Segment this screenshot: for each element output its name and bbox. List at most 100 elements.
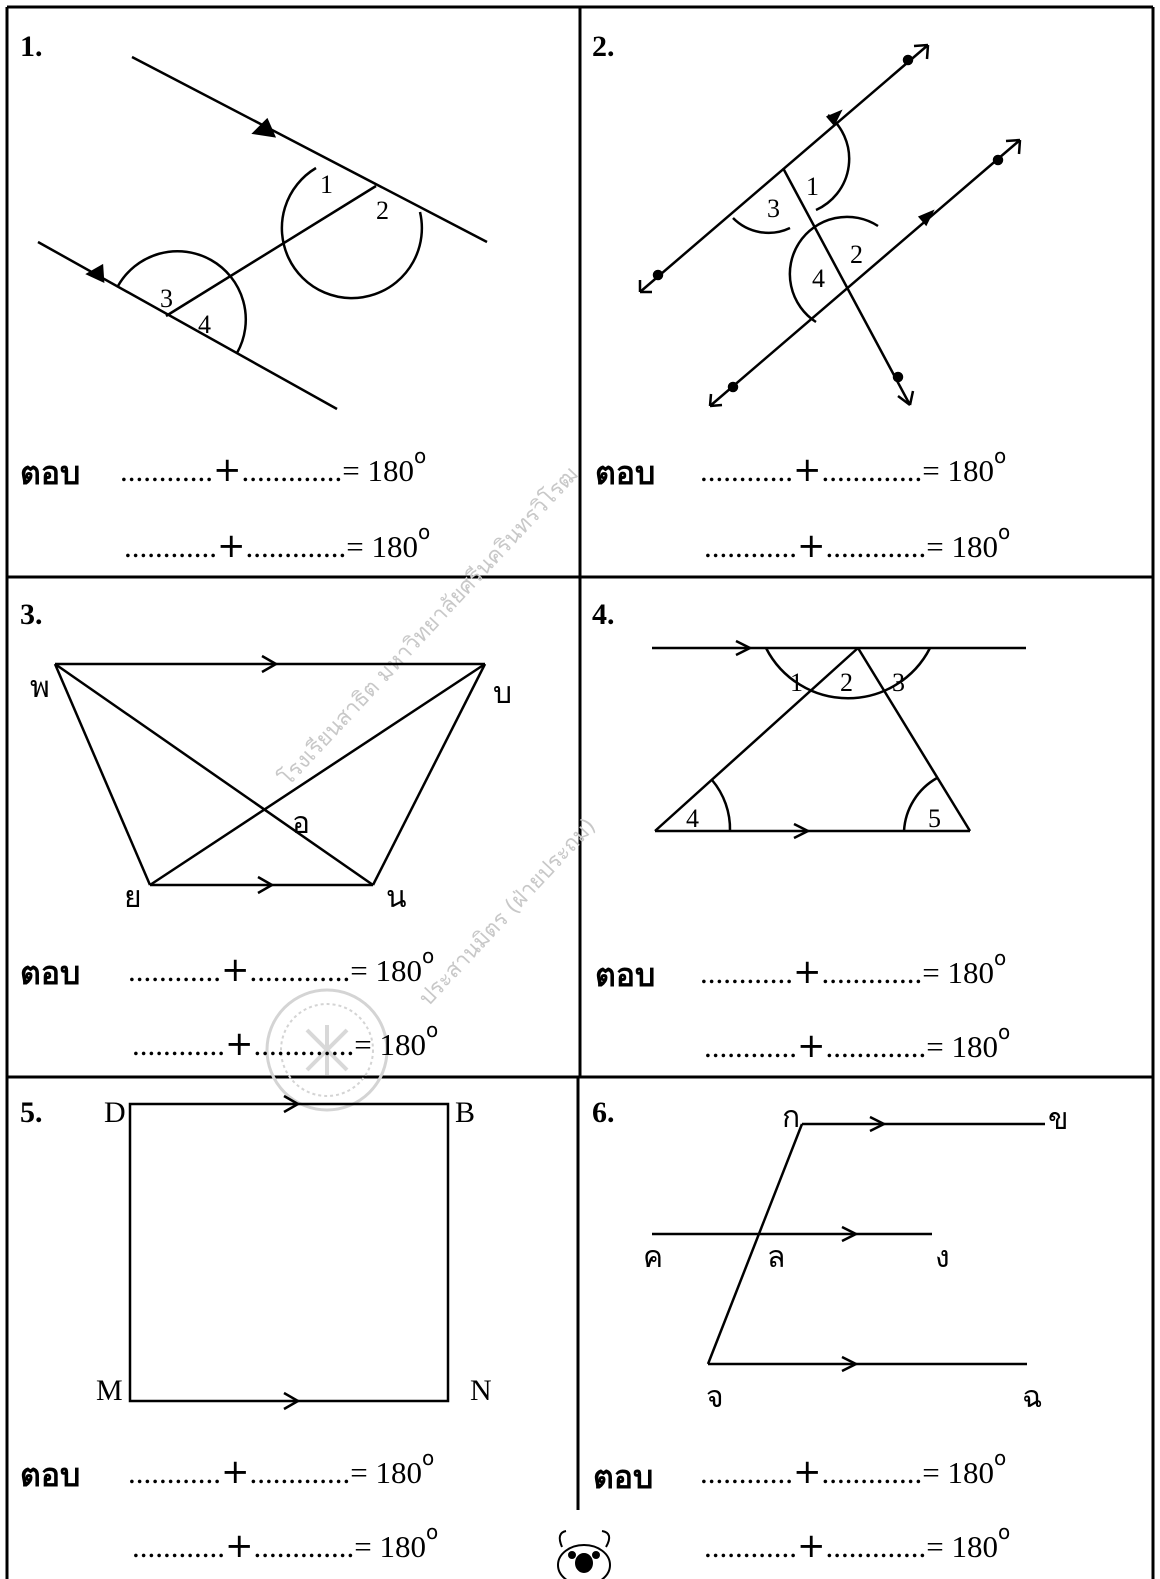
figure-3 — [53, 654, 487, 895]
figure-1 — [37, 55, 488, 411]
blank[interactable]: ............. — [825, 1029, 927, 1064]
angle-label: 3 — [767, 194, 780, 223]
equals-180: = 180 — [350, 1455, 422, 1490]
angle-label: 3 — [160, 284, 173, 313]
answer-row[interactable]: ............+.............= 180o — [128, 1446, 434, 1492]
blank[interactable]: ............. — [241, 453, 343, 488]
point-label: น — [386, 880, 407, 915]
school-seal-icon — [265, 988, 389, 1112]
equals-180: = 180 — [922, 1455, 994, 1490]
equals-180: = 180 — [926, 1529, 998, 1564]
plus-sign: + — [225, 1024, 254, 1064]
plus-sign: + — [221, 1452, 250, 1492]
point-label: อ — [292, 806, 311, 841]
equals-180: = 180 — [922, 955, 994, 990]
blank[interactable]: ............. — [821, 1455, 923, 1490]
equals-180: = 180 — [350, 953, 422, 988]
angle-label: 3 — [892, 668, 905, 697]
blank[interactable]: ............ — [120, 453, 213, 488]
answer-label: ตอบ — [20, 954, 81, 992]
degree-sign: o — [421, 1446, 435, 1470]
figure-6 — [652, 1115, 1045, 1373]
angle-label: 1 — [790, 668, 803, 697]
blank[interactable]: ............ — [704, 529, 797, 564]
blank[interactable]: ............. — [821, 955, 923, 990]
angle-label: 4 — [686, 804, 699, 833]
degree-sign: o — [417, 520, 431, 544]
angle-label: 2 — [850, 240, 863, 269]
answer-row[interactable]: ............+.............= 180o — [704, 1520, 1010, 1566]
point-label: ง — [935, 1240, 950, 1275]
blank[interactable]: ............ — [700, 1455, 793, 1490]
answer-row[interactable]: ............+.............= 180o — [120, 444, 426, 490]
angle-label: 2 — [376, 196, 389, 225]
blank[interactable]: ............ — [128, 1455, 221, 1490]
degree-sign: o — [997, 1020, 1011, 1044]
degree-sign: o — [425, 1520, 439, 1544]
blank[interactable]: ............. — [825, 529, 927, 564]
degree-sign: o — [993, 444, 1007, 468]
answer-row[interactable]: ............+.............= 180o — [132, 1018, 438, 1064]
blank[interactable]: ............. — [245, 529, 347, 564]
figure-2 — [638, 43, 1022, 408]
answer-row[interactable]: ............+.............= 180o — [704, 1020, 1010, 1066]
answer-row[interactable]: ............+.............= 180o — [704, 520, 1010, 566]
plus-sign: + — [221, 950, 250, 990]
point-label: ล — [767, 1240, 786, 1275]
blank[interactable]: ............ — [132, 1529, 225, 1564]
blank[interactable]: ............ — [124, 529, 217, 564]
answer-label: ตอบ — [593, 1458, 654, 1496]
blank[interactable]: ............ — [700, 453, 793, 488]
answer-row[interactable]: ............+.............= 180o — [132, 1520, 438, 1566]
equals-180: = 180 — [926, 1029, 998, 1064]
degree-sign: o — [413, 444, 427, 468]
equals-180: = 180 — [354, 1529, 426, 1564]
equals-180: = 180 — [922, 453, 994, 488]
blank[interactable]: ............. — [253, 1529, 355, 1564]
blank[interactable]: ............. — [825, 1529, 927, 1564]
plus-sign: + — [793, 450, 822, 490]
plus-sign: + — [797, 1026, 826, 1066]
blank[interactable]: ............. — [253, 1027, 355, 1062]
equals-180: = 180 — [346, 529, 418, 564]
plus-sign: + — [793, 1452, 822, 1492]
answer-row[interactable]: ............+.............= 180o — [128, 944, 434, 990]
blank[interactable]: ............ — [132, 1027, 225, 1062]
point-label: ก — [782, 1100, 801, 1135]
answer-label: ตอบ — [20, 1456, 81, 1494]
equals-180: = 180 — [926, 529, 998, 564]
plus-sign: + — [793, 952, 822, 992]
blank[interactable]: ............ — [700, 955, 793, 990]
answer-row[interactable]: ............+.............= 180o — [124, 520, 430, 566]
angle-label: 4 — [198, 310, 211, 339]
plus-sign: + — [225, 1526, 254, 1566]
point-label: ฉ — [1022, 1380, 1043, 1415]
point-label: ค — [643, 1240, 664, 1275]
blank[interactable]: ............ — [128, 953, 221, 988]
answer-row[interactable]: ............+.............= 180o — [700, 444, 1006, 490]
blank[interactable]: ............ — [704, 1029, 797, 1064]
blank[interactable]: ............. — [821, 453, 923, 488]
equals-180: = 180 — [342, 453, 414, 488]
answer-row[interactable]: ............+.............= 180o — [700, 946, 1006, 992]
blank[interactable]: ............ — [704, 1529, 797, 1564]
degree-sign: o — [997, 1520, 1011, 1544]
problem-number: 5. — [20, 1096, 43, 1129]
degree-sign: o — [997, 520, 1011, 544]
degree-sign: o — [993, 1446, 1007, 1470]
plus-sign: + — [797, 1526, 826, 1566]
problem-number: 2. — [592, 30, 615, 63]
point-label: D — [104, 1096, 126, 1129]
point-label: พ — [30, 670, 50, 705]
blank[interactable]: ............. — [249, 953, 351, 988]
angle-label: 5 — [928, 804, 941, 833]
blank[interactable]: ............. — [249, 1455, 351, 1490]
answer-row[interactable]: ............+.............= 180o — [700, 1446, 1006, 1492]
degree-sign: o — [421, 944, 435, 968]
angle-label: 1 — [806, 172, 819, 201]
point-label: M — [96, 1374, 123, 1407]
angle-label: 2 — [840, 668, 853, 697]
plus-sign: + — [797, 526, 826, 566]
